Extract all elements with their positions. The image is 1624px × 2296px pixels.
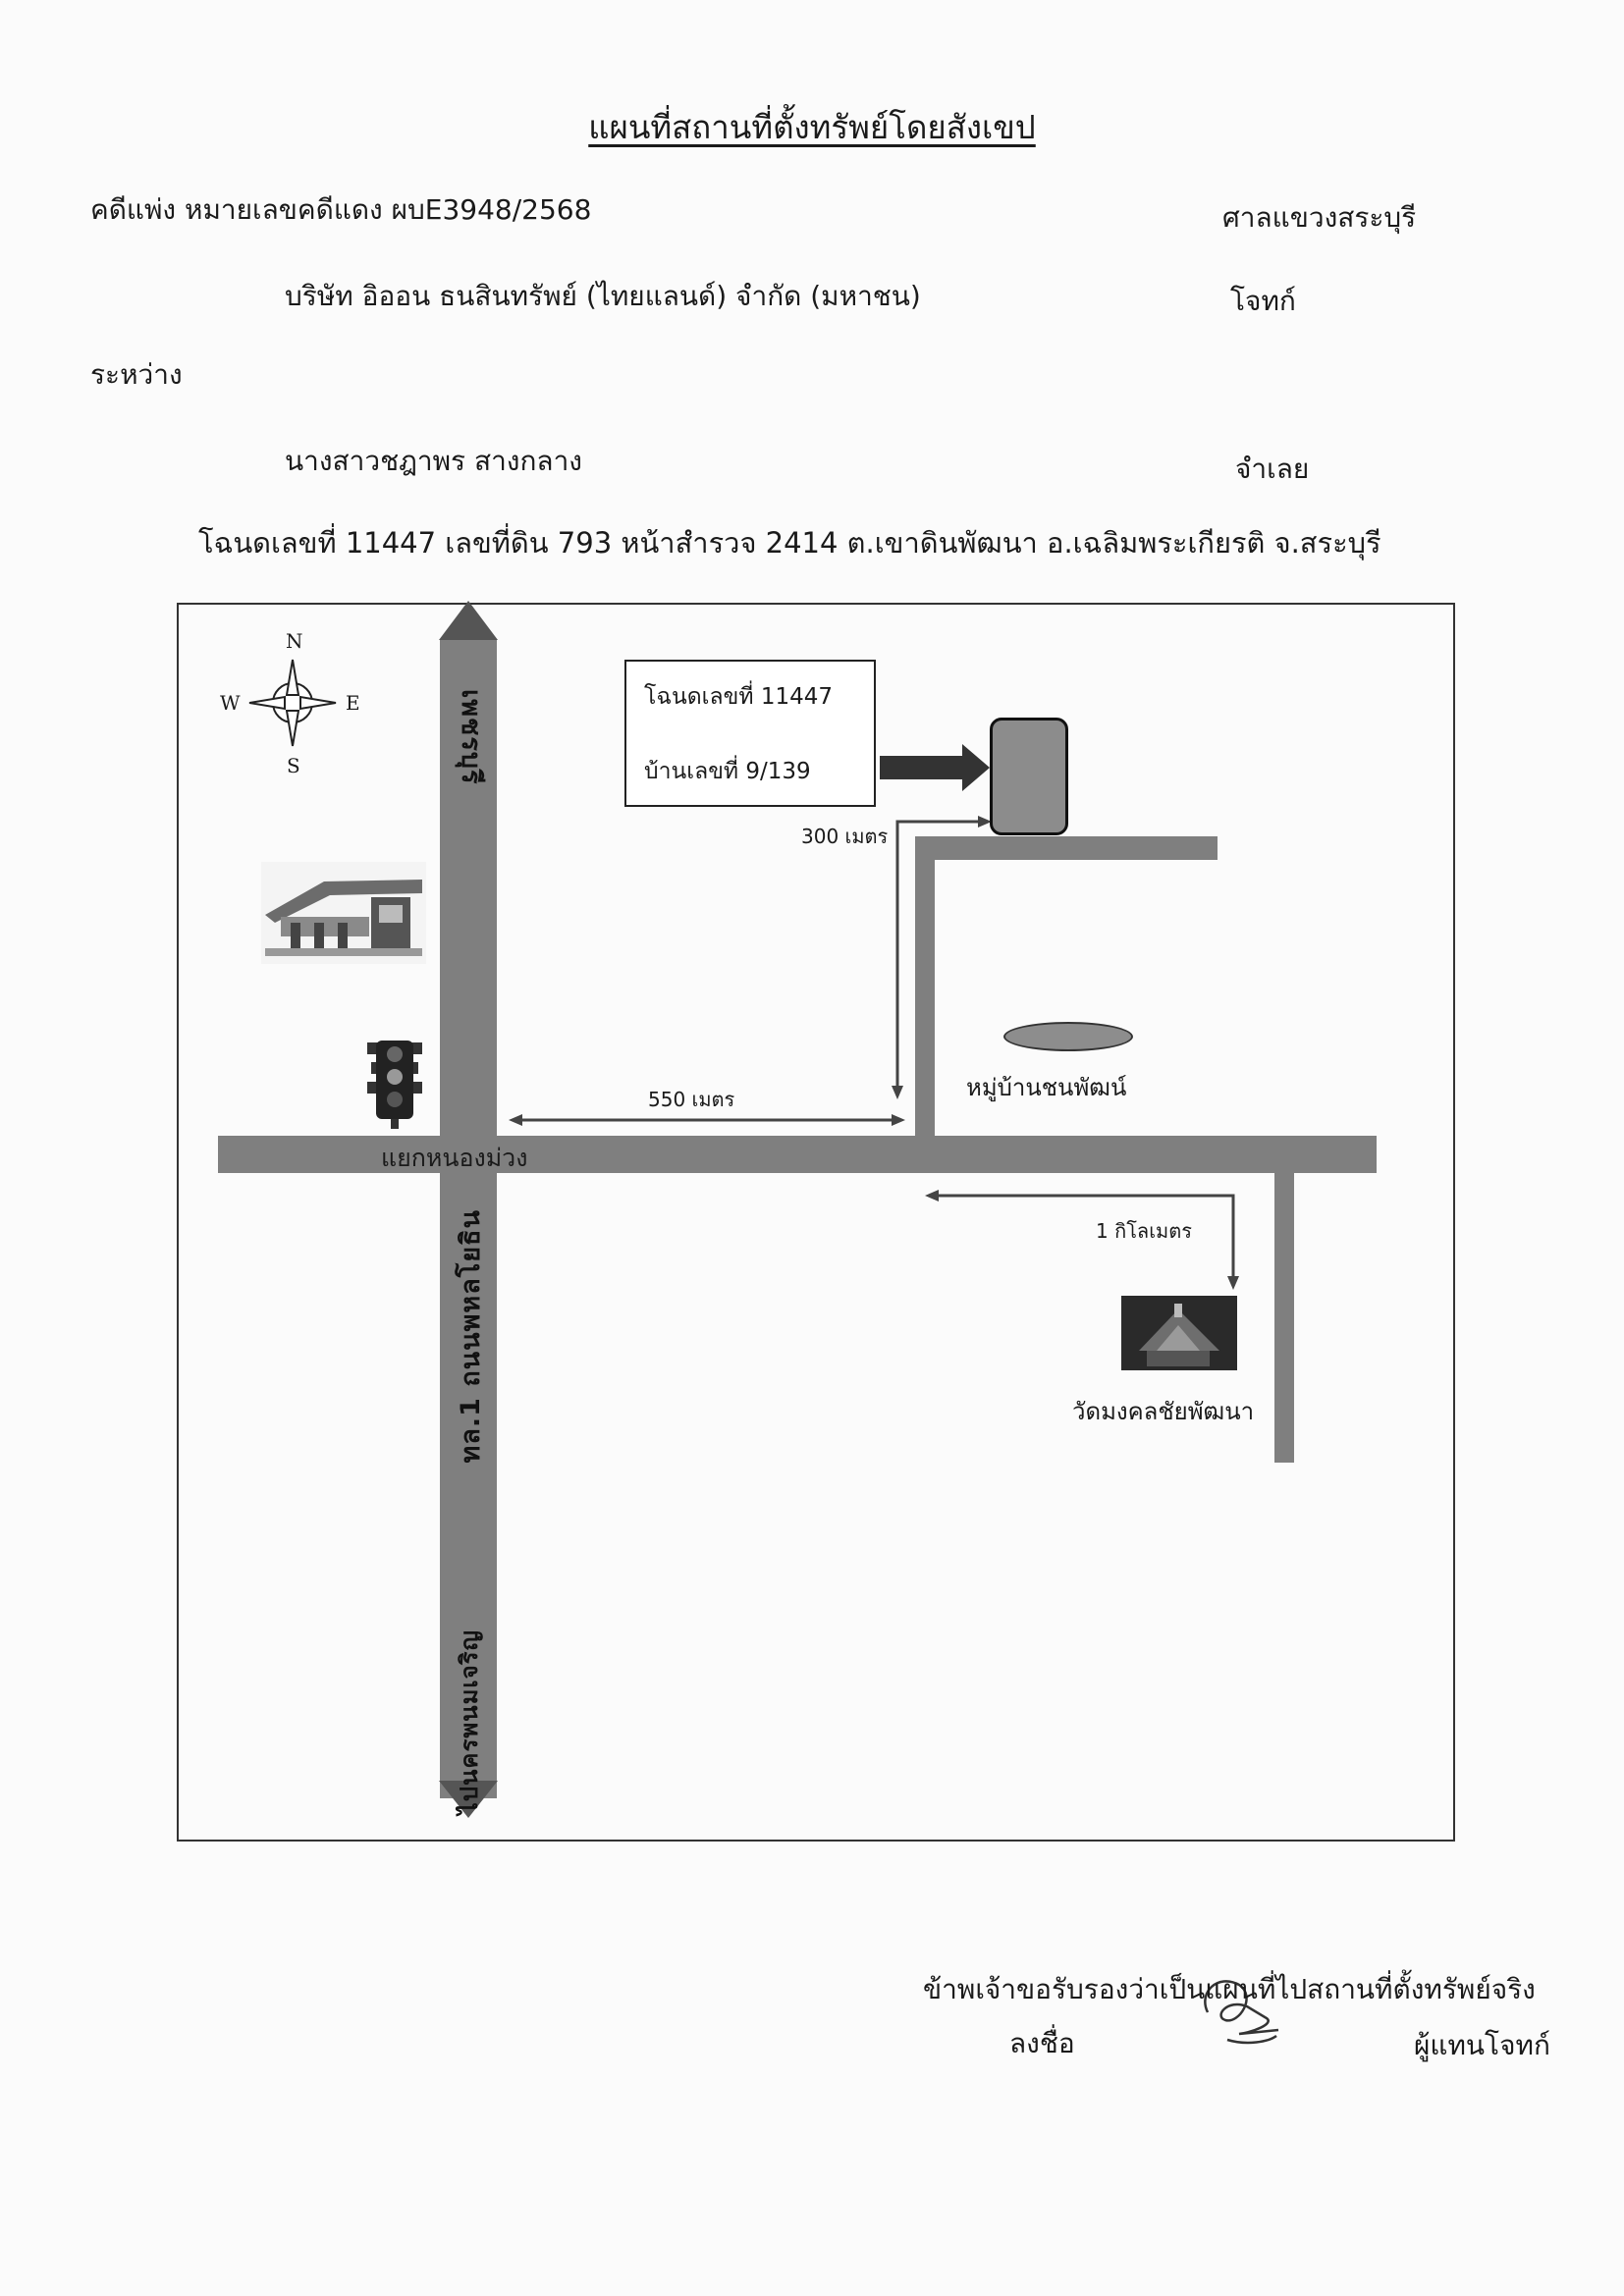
road-label-far-south: ไปนครพนมเจริญ — [456, 1629, 483, 1815]
temple-road — [1274, 1168, 1294, 1463]
info-deed-number: โฉนดเลขที่ 11447 — [644, 684, 833, 710]
distance-1km-label: 1 กิโลเมตร — [1096, 1219, 1192, 1243]
side-road-to-house — [915, 836, 935, 1145]
signature — [1204, 1980, 1279, 2045]
court-name: ศาลแขวงสระบุรี — [1222, 201, 1417, 234]
pointer-arrow — [880, 744, 990, 791]
location-map — [177, 603, 1455, 1842]
road-label-south: ทล.1 ถนนพหลโยธิน — [456, 1209, 486, 1464]
distance-550m-label: 550 เมตร — [648, 1088, 735, 1111]
info-house-number: บ้านเลขที่ 9/139 — [644, 759, 811, 784]
dimension-1km — [929, 1194, 1235, 1286]
house-road-horizontal — [915, 836, 1218, 860]
distance-300m-label: 300 เมตร — [801, 825, 889, 848]
gas-station-icon — [261, 862, 426, 964]
compass-e: E — [346, 691, 360, 715]
case-number: คดีแพ่ง หมายเลขคดีแดง ผบE3948/2568 — [90, 193, 592, 226]
representative-label: ผู้แทนโจทก์ — [1414, 2029, 1550, 2061]
intersection-label: แยกหนองม่วง — [381, 1144, 528, 1172]
certification-statement: ข้าพเจ้าขอรับรองว่าเป็นแผนที่ไปสถานที่ตั… — [923, 1973, 1536, 2005]
plaintiff-name: บริษัท อิออน ธนสินทรัพย์ (ไทยแลนด์) จำกั… — [285, 280, 921, 312]
between-label: ระหว่าง — [90, 358, 183, 391]
sign-label: ลงชื่อ — [1009, 2027, 1075, 2059]
road-north-arrow — [439, 601, 498, 640]
road-label-north: เพชรบุรี — [456, 689, 486, 785]
property-info-box: โฉนดเลขที่ 11447 บ้านเลขที่ 9/139 — [624, 660, 876, 807]
temple-icon — [1121, 1296, 1237, 1370]
plaintiff-role: โจทก์ — [1230, 285, 1296, 317]
traffic-light-icon — [367, 1041, 422, 1129]
dimension-300m — [895, 820, 988, 1095]
compass-w: W — [220, 691, 241, 715]
deed-details: โฉนดเลขที่ 11447 เลขที่ดิน 793 หน้าสำรวจ… — [198, 526, 1381, 560]
page-title: แผนที่สถานที่ตั้งทรัพย์โดยสังเขป — [588, 108, 1036, 146]
compass-s: S — [287, 754, 300, 777]
road-south-arrow — [439, 1781, 498, 1818]
defendant-role: จำเลย — [1235, 453, 1310, 485]
village-marker — [1003, 1022, 1133, 1051]
highway-road-vertical — [440, 640, 497, 1798]
temple-label: วัดมงคลชัยพัฒนา — [1072, 1398, 1255, 1425]
compass-icon — [248, 659, 337, 747]
property-house-marker — [990, 718, 1068, 835]
main-road-horizontal — [218, 1136, 1377, 1173]
defendant-name: นางสาวชฎาพร สางกลาง — [285, 445, 582, 477]
village-label: หมู่บ้านชนพัฒน์ — [966, 1074, 1127, 1101]
compass-n: N — [286, 629, 303, 653]
